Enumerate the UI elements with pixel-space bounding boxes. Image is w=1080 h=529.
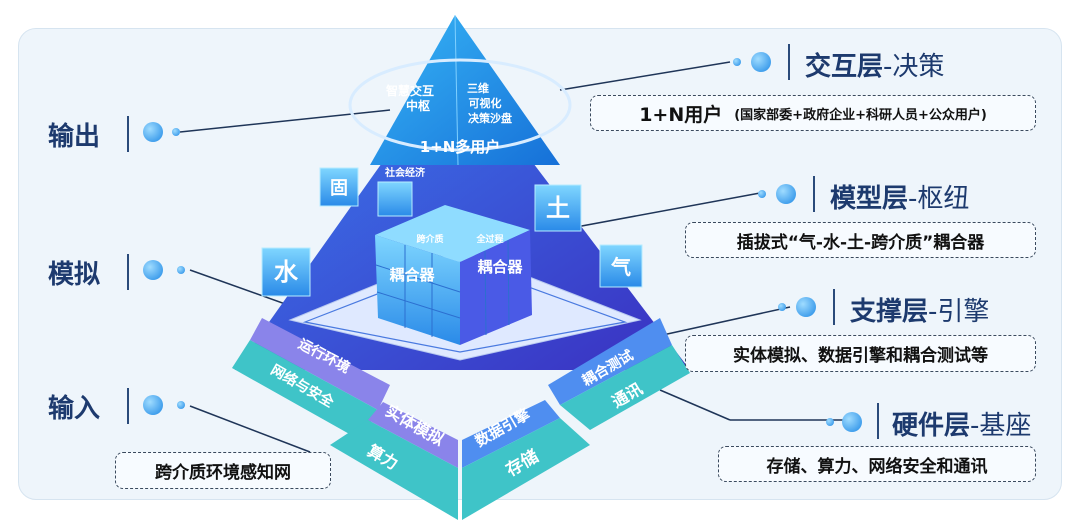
dot-icon bbox=[842, 412, 862, 432]
connector-output bbox=[179, 109, 391, 133]
layer-hardware-title: 硬件层-基座 bbox=[892, 411, 1032, 441]
label-input: 输入 bbox=[48, 394, 101, 424]
apex-right-text-1: 三维 bbox=[467, 81, 489, 95]
dot-icon bbox=[143, 260, 163, 280]
cube-socio bbox=[377, 181, 413, 217]
dot-icon bbox=[826, 418, 834, 426]
layer-support-title: 支撑层-引擎 bbox=[850, 297, 990, 327]
coupler-left-tag: 跨介质 bbox=[416, 233, 443, 245]
divider bbox=[833, 289, 835, 325]
slab-entity bbox=[368, 402, 458, 468]
layer-interaction-title: 交互层-决策 bbox=[805, 52, 945, 82]
cube-water bbox=[261, 247, 311, 297]
dot-icon bbox=[143, 122, 163, 142]
cube-air-label: 气 bbox=[610, 255, 631, 279]
dot-icon bbox=[758, 190, 766, 198]
ring bbox=[348, 58, 572, 152]
apex-left-text-1: 智慧交互 bbox=[385, 83, 434, 98]
layer-hardware-desc: 存储、算力、网络安全和通讯 bbox=[718, 446, 1036, 482]
apex-right-text-2: 可视化 bbox=[469, 96, 502, 110]
coupler-left: 耦合器 bbox=[389, 266, 435, 284]
dot-icon bbox=[143, 395, 163, 415]
cube-soil-label: 土 bbox=[546, 194, 570, 222]
ring-label: 1+N多用户 bbox=[420, 138, 501, 156]
layer-support-desc: 实体模拟、数据引擎和耦合测试等 bbox=[685, 335, 1036, 372]
dot-icon bbox=[177, 266, 185, 274]
layer-interaction-desc: 1+N用户(国家部委+政府企业+科研人员+公众用户) bbox=[590, 95, 1036, 131]
connector-input bbox=[189, 405, 311, 453]
divider bbox=[788, 44, 790, 80]
dot-icon bbox=[172, 128, 180, 136]
cube-water-label: 水 bbox=[274, 258, 299, 286]
dot-icon bbox=[796, 297, 816, 317]
socio-label: 社会经济 bbox=[384, 166, 426, 179]
divider bbox=[127, 254, 129, 290]
input-box: 跨介质环境感知网 bbox=[115, 452, 331, 489]
coupler-right-tag: 全过程 bbox=[475, 233, 503, 245]
apex-right-text-3: 决策沙盘 bbox=[468, 111, 512, 125]
coupler-right: 耦合器 bbox=[477, 258, 523, 276]
coupler-cube bbox=[375, 205, 532, 345]
slab-comm bbox=[560, 345, 690, 430]
divider bbox=[127, 116, 129, 152]
label-simulate: 模拟 bbox=[48, 260, 101, 290]
dot-icon bbox=[778, 303, 786, 311]
layer-model-title: 模型层-枢纽 bbox=[830, 184, 970, 214]
dot-icon bbox=[177, 401, 185, 409]
slab-data bbox=[462, 400, 560, 468]
slab-compute bbox=[330, 420, 458, 520]
apex-pyramid bbox=[370, 15, 560, 165]
cube-soil bbox=[534, 184, 582, 232]
cube-air bbox=[599, 244, 643, 288]
divider bbox=[127, 388, 129, 424]
slab-network bbox=[232, 340, 378, 440]
divider bbox=[877, 403, 879, 439]
cube-solid-label: 固 bbox=[330, 178, 348, 199]
slab-coupling-test bbox=[548, 318, 672, 405]
layer-model-desc: 插拔式“气-水-土-跨介质”耦合器 bbox=[685, 222, 1036, 258]
slab-storage bbox=[462, 418, 590, 520]
dot-icon bbox=[751, 52, 771, 72]
apex-left-text-2: 中枢 bbox=[406, 98, 430, 113]
label-output: 输出 bbox=[48, 122, 101, 152]
dot-icon bbox=[776, 184, 796, 204]
divider bbox=[813, 176, 815, 212]
slab-runtime bbox=[250, 318, 390, 410]
dot-icon bbox=[733, 58, 741, 66]
cube-solid bbox=[319, 167, 359, 207]
